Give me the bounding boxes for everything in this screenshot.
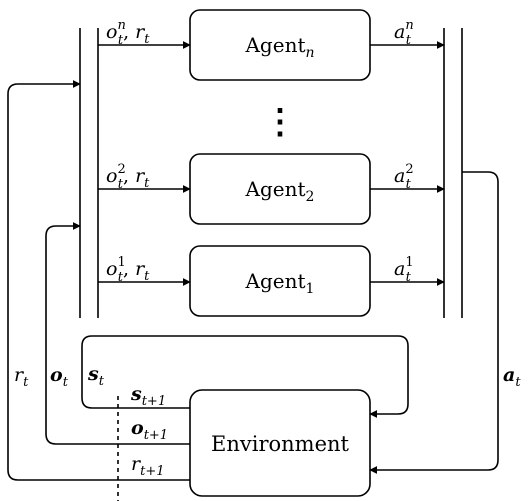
reward-loop (7, 80, 190, 481)
environment-label: Environment (211, 432, 350, 456)
next-reward-label: rt+1 (131, 453, 164, 479)
next-observation-label: ot+1 (131, 417, 168, 443)
action-loop (369, 171, 499, 474)
observation-label: ot (50, 364, 69, 390)
environment-box (189, 389, 371, 497)
agent-1-label: Agent1 (245, 269, 315, 297)
state-label: st (87, 363, 105, 389)
agent-2-label: Agent2 (245, 177, 315, 205)
action-label: at (503, 364, 521, 390)
reward-label: rt (14, 364, 29, 390)
next-state-label: st+1 (130, 383, 166, 409)
ellipsis: ⋮ (263, 102, 297, 142)
agent-n-label: Agentn (244, 33, 314, 61)
state-loop (81, 335, 409, 418)
observation-loop (45, 222, 190, 445)
